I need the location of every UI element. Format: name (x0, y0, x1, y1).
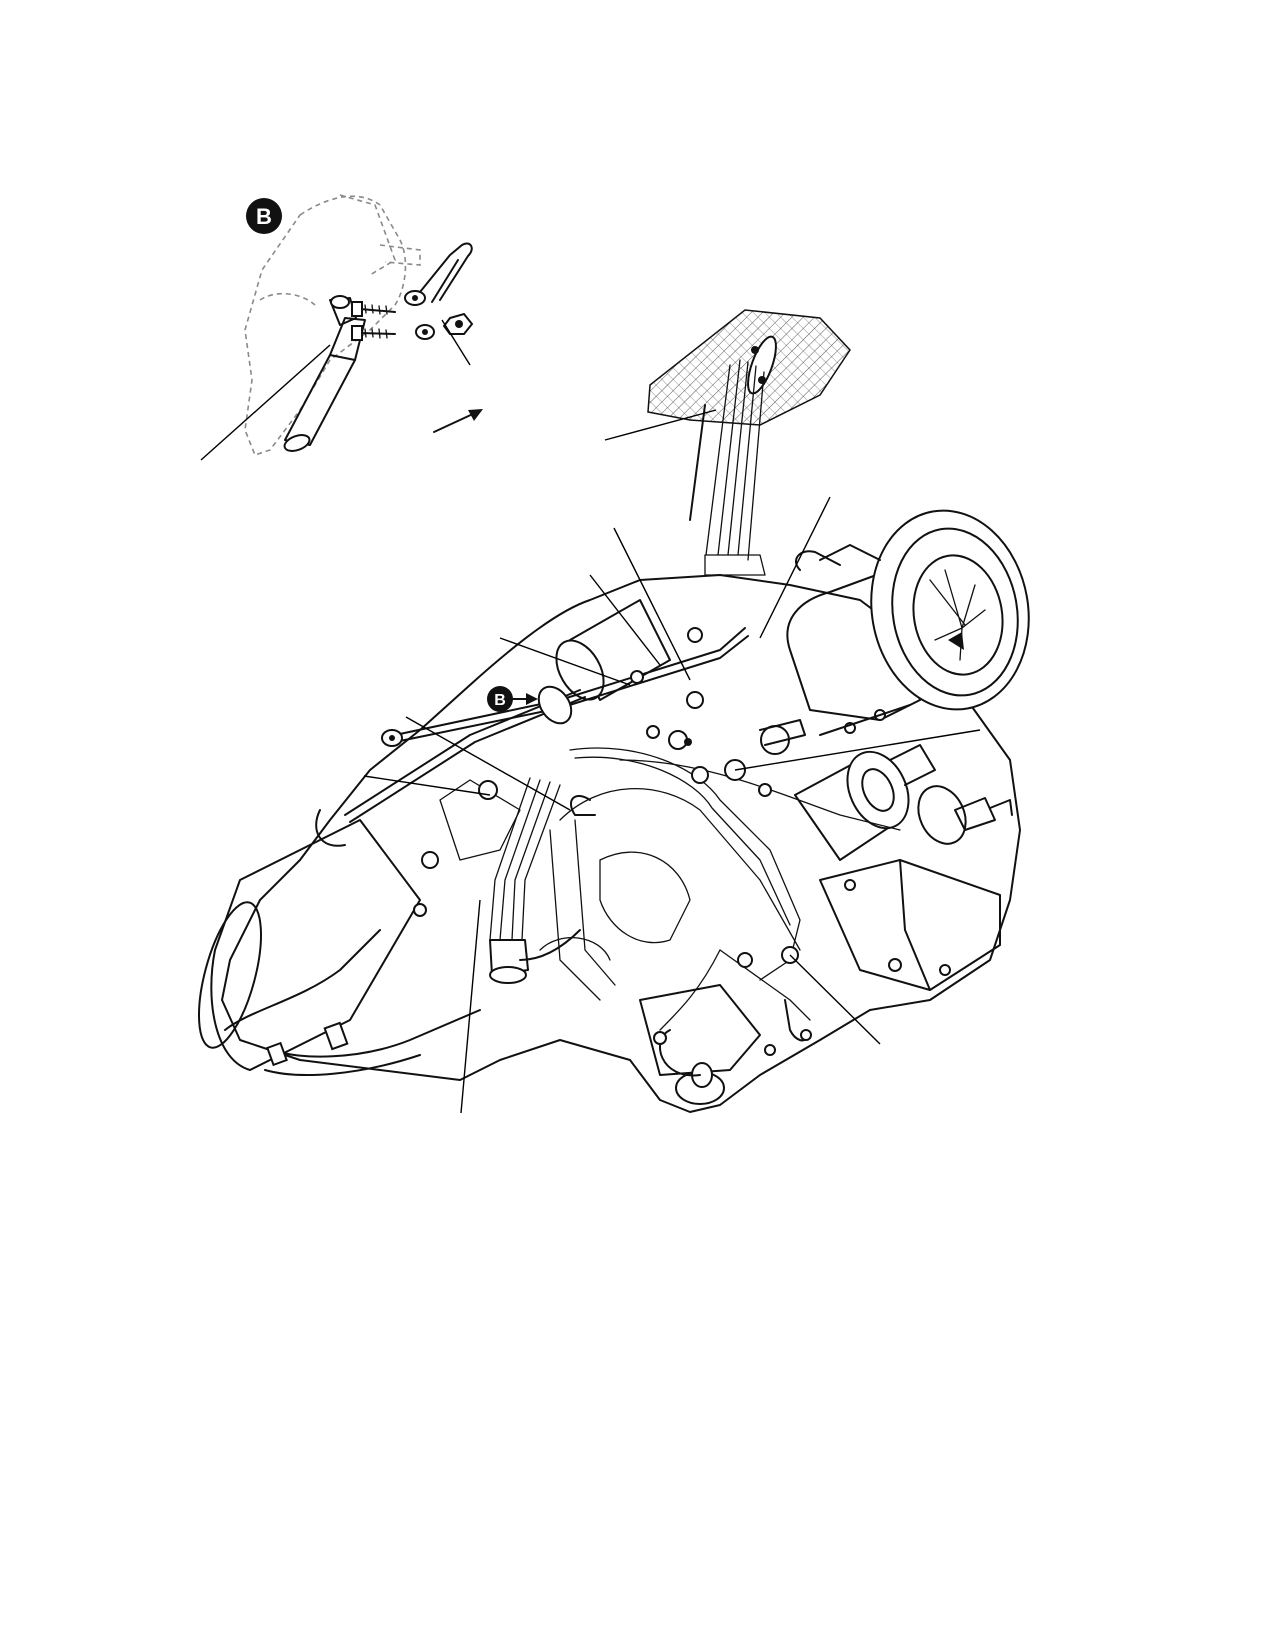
wiring-harness-main (489, 747, 901, 984)
ghost-housing-outline (244, 194, 421, 456)
engine-ribs (439, 779, 801, 1001)
leader-line (441, 319, 471, 366)
terminal-lugs (404, 242, 473, 340)
mounting-screws (351, 301, 396, 341)
detail-callout-letter: B (256, 204, 272, 229)
connector-plug (283, 295, 366, 452)
lower-accessory-pump (639, 984, 776, 1105)
main-leader-lines (363, 409, 981, 1114)
detail-callout-b: B (246, 198, 282, 234)
detail-b-inset: B (200, 194, 483, 461)
engine-body-outline (221, 574, 1021, 1113)
location-callout-b: B (487, 686, 538, 712)
intake-housing (786, 509, 1030, 721)
engine-assembly: B (198, 309, 1030, 1114)
upper-cylinder (555, 599, 671, 701)
hex-nut (442, 312, 474, 335)
right-canisters (794, 744, 1013, 861)
location-callout-letter: B (494, 692, 506, 709)
mounting-bracket-plate (647, 309, 851, 426)
wire-bundle-vertical (689, 359, 766, 576)
leader-line (200, 344, 331, 461)
lower-left-cylinder (198, 809, 421, 1071)
gearbox-block (819, 859, 1001, 991)
view-direction-arrow (433, 409, 483, 433)
